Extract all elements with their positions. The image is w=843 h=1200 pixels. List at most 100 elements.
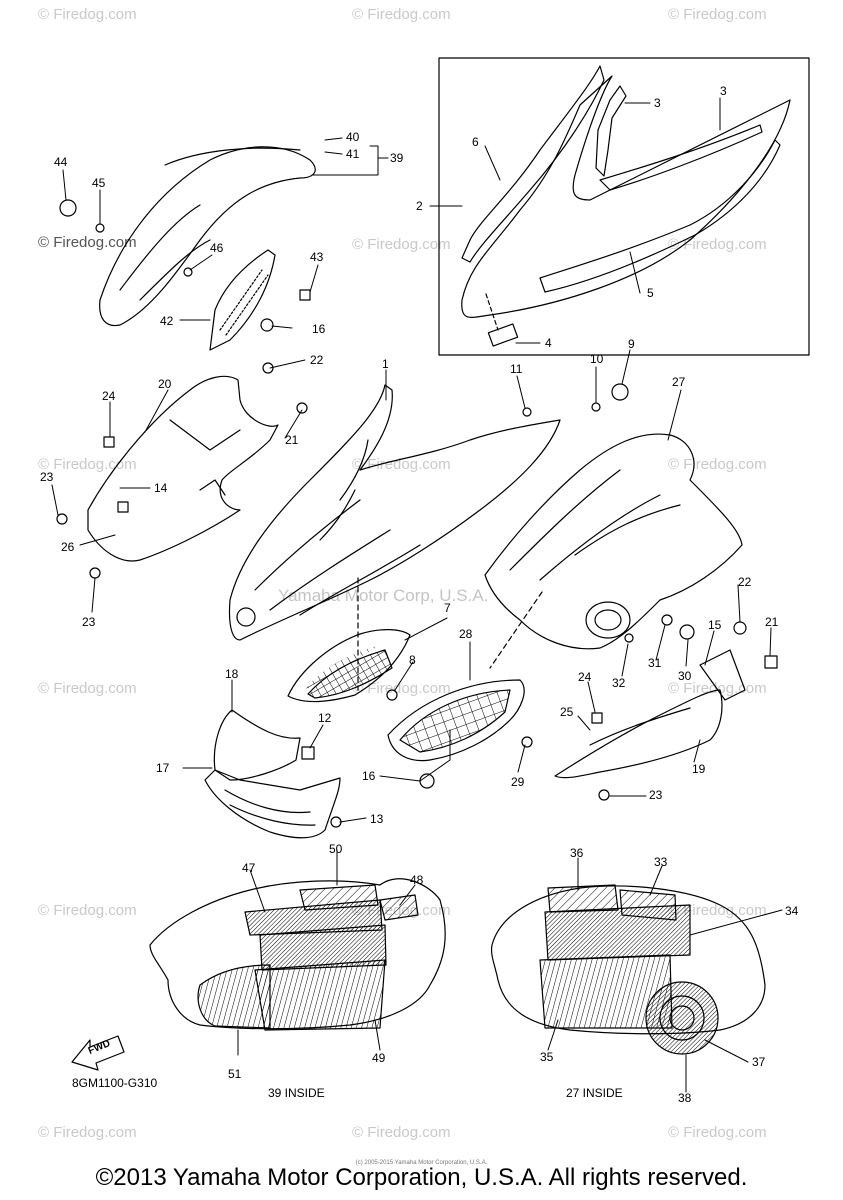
callout-23: 23 xyxy=(40,470,54,484)
callout-9: 9 xyxy=(628,337,635,351)
callout-46: 46 xyxy=(210,241,224,255)
callout-12: 12 xyxy=(318,711,332,725)
part-39-cowl xyxy=(100,147,316,326)
callout-29: 29 xyxy=(511,775,525,789)
watermark: © Firedog.com xyxy=(668,456,767,473)
callout-42: 42 xyxy=(160,314,174,328)
part-50-pad xyxy=(300,885,378,910)
watermark: © Firedog.com xyxy=(668,236,767,253)
callout-41: 41 xyxy=(346,147,360,161)
watermark: © Firedog.com xyxy=(352,680,451,697)
callout-36: 36 xyxy=(570,846,584,860)
callout-7: 7 xyxy=(444,601,451,615)
watermark: © Firedog.com xyxy=(38,456,137,473)
watermark: © Firedog.com xyxy=(668,1124,767,1141)
callout-30: 30 xyxy=(678,669,692,683)
watermark: © Firedog.com xyxy=(38,234,137,251)
callout-4: 4 xyxy=(545,336,552,350)
copyright-footer: ©2013 Yamaha Motor Corporation, U.S.A. A… xyxy=(95,1164,748,1191)
part-42-side-cover xyxy=(210,250,275,350)
callout-10: 10 xyxy=(590,352,604,366)
watermark: © Firedog.com xyxy=(668,6,767,23)
part-2-panel xyxy=(462,76,790,317)
callout-28: 28 xyxy=(459,627,473,641)
callout-8: 8 xyxy=(409,653,416,667)
group-box xyxy=(439,58,809,355)
callout-33: 33 xyxy=(654,855,668,869)
callout-14: 14 xyxy=(154,481,168,495)
callout-21: 21 xyxy=(285,433,299,447)
callout-34: 34 xyxy=(785,904,799,918)
callout-17: 17 xyxy=(156,761,170,775)
watermark: © Firedog.com xyxy=(38,1124,137,1141)
callout-13: 13 xyxy=(370,812,384,826)
callout-24: 24 xyxy=(578,670,592,684)
watermark: © Firedog.com xyxy=(352,6,451,23)
callout-16: 16 xyxy=(312,322,326,336)
inside-27-label: 27 INSIDE xyxy=(566,1086,623,1100)
part-27-side-cover xyxy=(485,434,742,649)
callout-23: 23 xyxy=(649,788,663,802)
part-36-pad xyxy=(548,885,618,912)
callout-27: 27 xyxy=(672,375,686,389)
callout-47: 47 xyxy=(242,861,256,875)
callout-19: 19 xyxy=(692,762,706,776)
part-17-cover xyxy=(205,770,340,838)
callout-38: 38 xyxy=(678,1091,692,1105)
callout-37: 37 xyxy=(752,1055,766,1069)
watermark: © Firedog.com xyxy=(38,6,137,23)
callout-1: 1 xyxy=(382,357,389,371)
callout-5: 5 xyxy=(647,286,654,300)
part-3-strip-a xyxy=(596,86,626,176)
part-15-bracket xyxy=(700,650,745,700)
callout-25: 25 xyxy=(560,705,574,719)
callout-31: 31 xyxy=(648,656,662,670)
part-28-grille xyxy=(388,680,524,761)
watermark: © Firedog.com xyxy=(38,680,137,697)
callout-11: 11 xyxy=(510,362,523,376)
callout-3: 3 xyxy=(654,96,661,110)
part-5-strip xyxy=(540,140,780,292)
diagram-code: 8GM1100-G310 xyxy=(72,1076,158,1090)
watermark: © Firedog.com xyxy=(668,902,767,919)
callout-22: 22 xyxy=(310,353,324,367)
callout-39: 39 xyxy=(390,151,404,165)
part-49-pad xyxy=(255,960,385,1030)
callout-45: 45 xyxy=(92,176,106,190)
watermark: © Firedog.com xyxy=(352,456,451,473)
callout-20: 20 xyxy=(158,377,172,391)
callout-44: 44 xyxy=(54,155,68,169)
fwd-arrow-icon xyxy=(72,1036,124,1070)
callout-2: 2 xyxy=(416,199,423,213)
callout-24: 24 xyxy=(102,389,116,403)
callout-18: 18 xyxy=(225,667,239,681)
part-1-side-cover xyxy=(229,385,560,640)
fasteners xyxy=(57,200,777,827)
part-19-panel xyxy=(555,690,722,778)
part-37-ring xyxy=(646,982,718,1054)
callout-32: 32 xyxy=(612,676,626,690)
callout-40: 40 xyxy=(346,130,360,144)
part-4-clip xyxy=(488,324,517,346)
watermark: © Firedog.com xyxy=(352,236,451,253)
callout-26: 26 xyxy=(61,540,75,554)
callout-15: 15 xyxy=(708,618,722,632)
part-39-inside xyxy=(150,879,445,1029)
callout-35: 35 xyxy=(540,1050,554,1064)
callout-23: 23 xyxy=(82,615,96,629)
callout-51: 51 xyxy=(228,1067,242,1081)
callout-49: 49 xyxy=(372,1051,386,1065)
watermark: © Firedog.com xyxy=(352,1124,451,1141)
watermark-center: Yamaha Motor Corp, U.S.A. xyxy=(278,586,489,605)
callout-6: 6 xyxy=(472,135,479,149)
callout-43: 43 xyxy=(310,250,324,264)
part-6-strip xyxy=(462,66,604,262)
part-3-strip-b xyxy=(600,125,762,190)
small-copyright: (c) 2005-2015 Yamaha Motor Corporation, … xyxy=(355,1160,488,1166)
part-48-pad xyxy=(380,895,418,920)
callout-50: 50 xyxy=(329,842,343,856)
callout-16: 16 xyxy=(362,769,376,783)
inside-39-label: 39 INSIDE xyxy=(268,1086,325,1100)
part-7-grille xyxy=(288,630,410,702)
